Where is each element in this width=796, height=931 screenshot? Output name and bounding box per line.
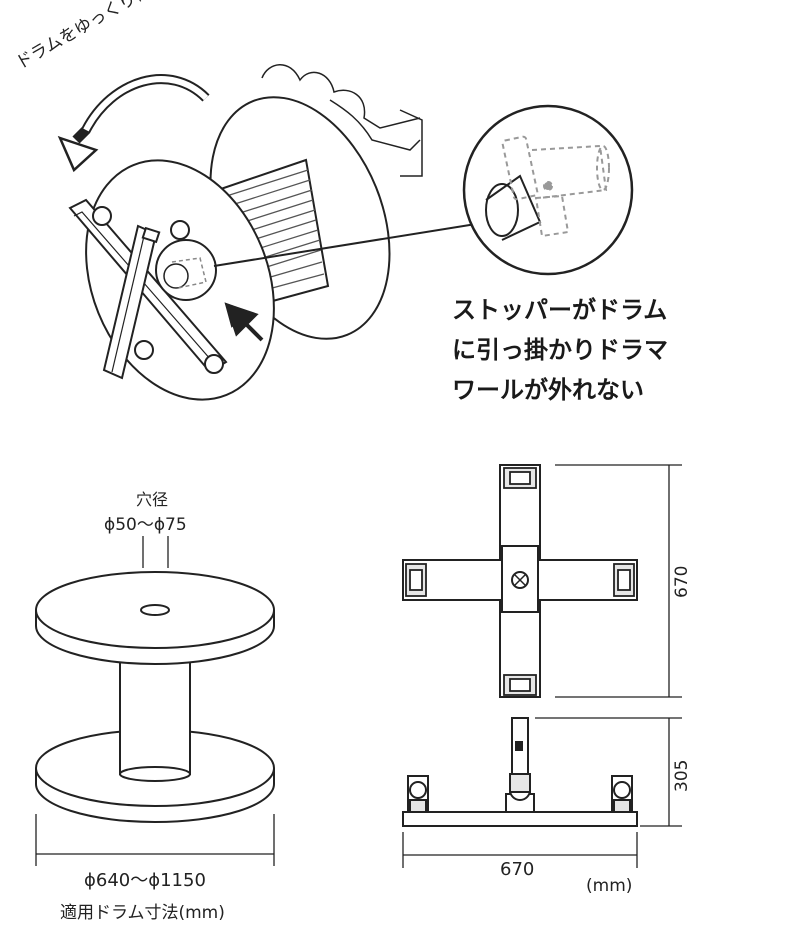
flange-caption: 適用ドラム寸法(mm) — [60, 903, 225, 923]
stopper-caption-line-3: ワールが外れない — [452, 376, 644, 404]
front-rail — [402, 811, 638, 827]
drum-illustration — [57, 64, 634, 401]
caster — [204, 354, 224, 374]
hand-sketch — [261, 64, 421, 129]
tilted-base — [68, 198, 228, 380]
hole-range: ϕ50〜ϕ75 — [104, 515, 187, 535]
rotate-arrowhead — [57, 135, 99, 173]
stopper-caption-line-1: ストッパーがドラム — [452, 296, 668, 324]
width-dimension: 670 — [500, 859, 535, 880]
flange-range: ϕ640〜ϕ1150 — [84, 870, 206, 891]
front-caster-center — [505, 773, 535, 813]
caster — [92, 206, 112, 226]
front-caster-left — [407, 775, 429, 813]
front-caster-right — [611, 775, 633, 813]
stopper-caption-line-2: に引っ掛かりドラマ — [452, 336, 668, 364]
arbor-hole — [140, 604, 170, 616]
hole-label: 穴径 — [136, 490, 169, 509]
caster — [134, 340, 154, 360]
drum-figure — [35, 536, 275, 866]
unit-label: (mm) — [586, 876, 633, 896]
base-plan-view — [402, 464, 682, 698]
base-front-view — [402, 717, 682, 868]
height-dimension: 305 — [672, 759, 692, 792]
depth-dimension: 670 — [672, 565, 692, 598]
plan-caster — [405, 467, 635, 696]
detail-leader — [213, 223, 477, 267]
rotate-arrow — [72, 74, 210, 144]
caster — [170, 220, 190, 240]
